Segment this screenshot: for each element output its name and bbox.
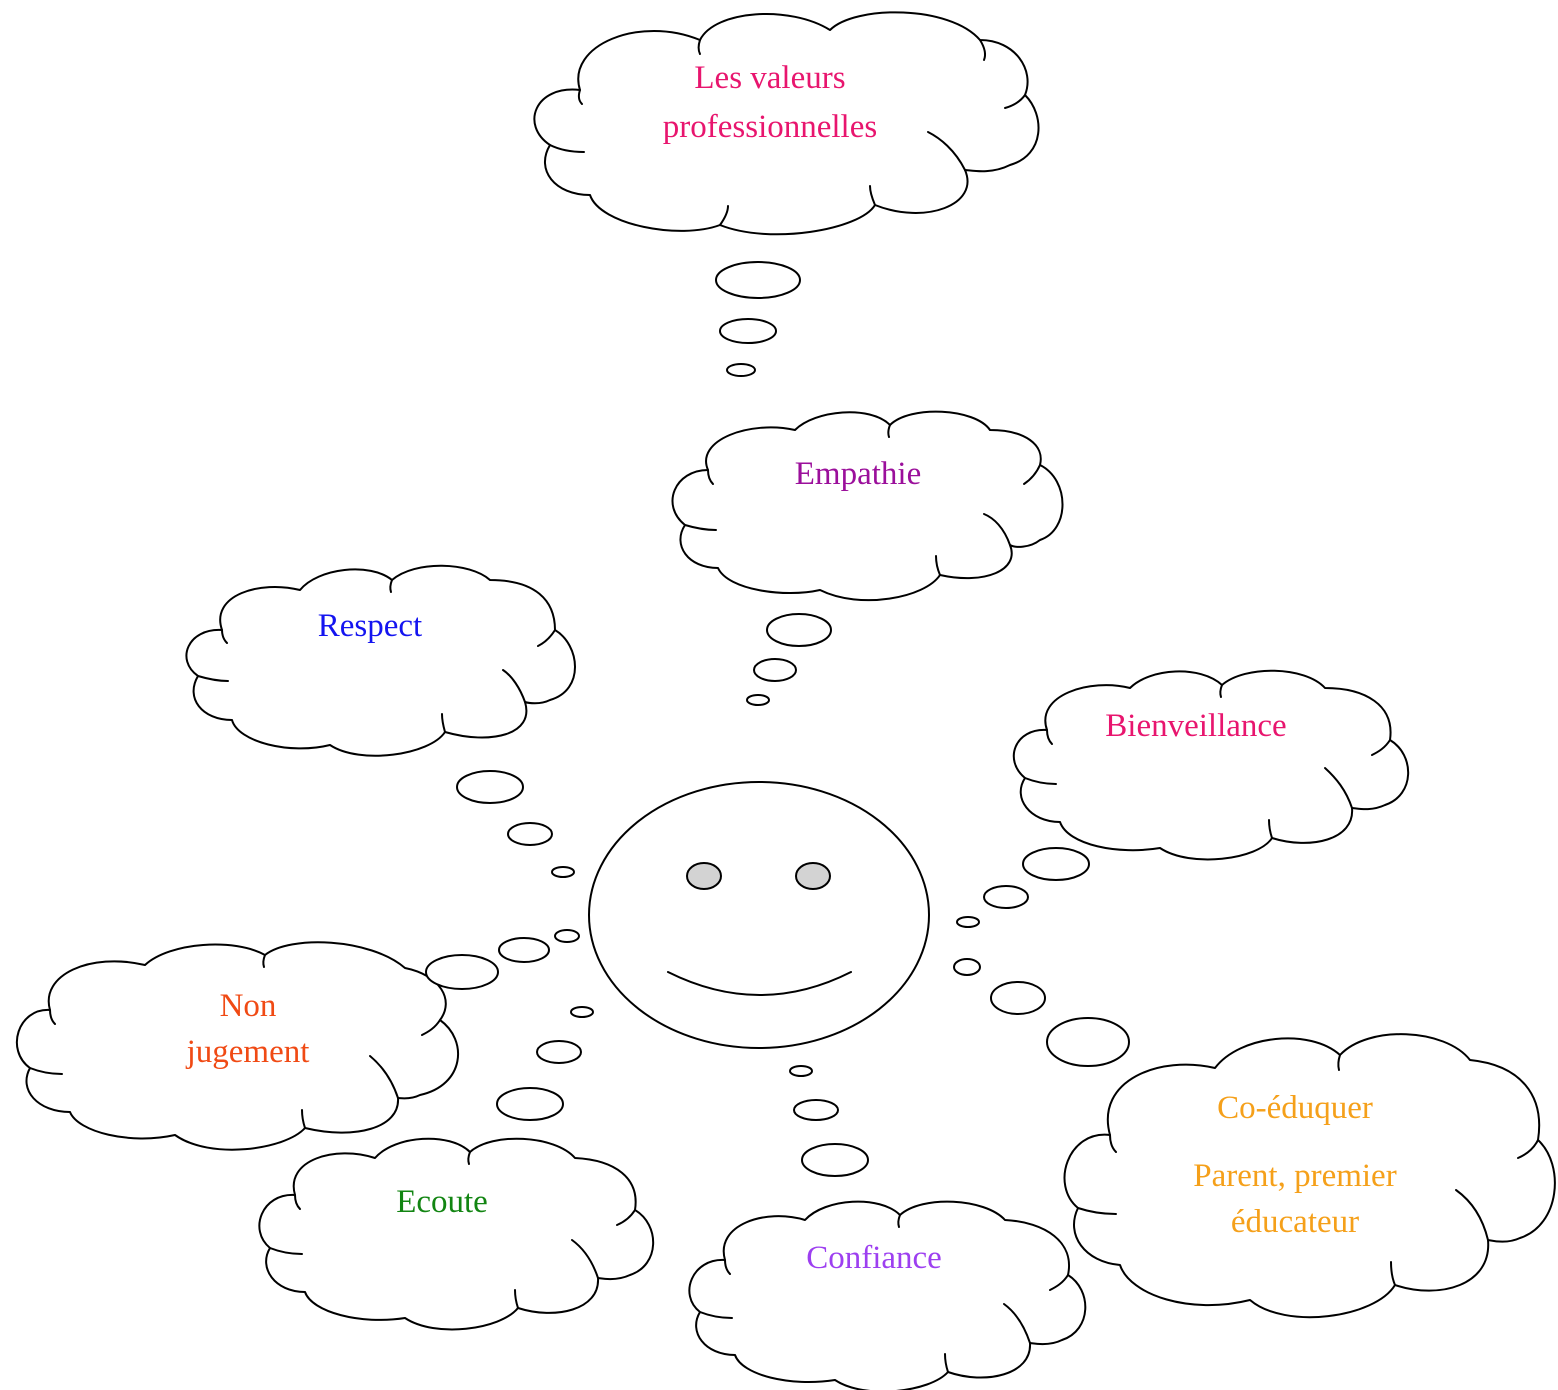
cloud-valeurs-line-1: Les valeurs <box>694 60 845 96</box>
thought-bubbles-non-jugement <box>425 929 580 990</box>
cloud-ecoute: Ecoute <box>258 1137 655 1331</box>
cloud-ecoute-line-1: Ecoute <box>396 1184 488 1220</box>
cloud-coeduquer: Co-éduquer Parent, premier éducateur <box>1063 1033 1556 1319</box>
cloud-coeduquer-line-2: Parent, premier <box>1193 1158 1396 1194</box>
cloud-valeurs-professionnelles: Les valeurs professionnelles <box>533 11 1040 236</box>
cloud-non-jugement: Non jugement <box>15 941 460 1151</box>
thought-bubbles-confiance <box>789 1065 869 1177</box>
cloud-bienveillance: Bienveillance <box>1013 669 1410 861</box>
cloud-non-jugement-line-2: jugement <box>186 1034 310 1070</box>
cloud-non-jugement-line-1: Non <box>220 988 277 1024</box>
left-eye <box>686 862 722 890</box>
right-eye <box>795 862 831 890</box>
cloud-empathie-line-1: Empathie <box>795 456 921 492</box>
cloud-confiance: Confiance <box>688 1200 1087 1390</box>
thought-bubbles-bienveillance <box>956 847 1090 928</box>
cloud-empathie: Empathie <box>671 410 1064 602</box>
thought-bubbles-coeduquer <box>953 958 1130 1067</box>
thought-bubbles-empathie <box>746 613 832 706</box>
cloud-respect-line-1: Respect <box>318 608 422 644</box>
thought-bubbles-valeurs <box>715 261 801 377</box>
cloud-coeduquer-line-1: Co-éduquer <box>1217 1090 1373 1126</box>
cloud-respect: Respect <box>185 564 576 757</box>
cloud-coeduquer-line-3: éducateur <box>1231 1204 1359 1240</box>
thought-bubbles-respect <box>456 770 575 878</box>
smiley-face <box>588 781 930 1049</box>
smile-mouth <box>667 971 852 996</box>
cloud-confiance-line-1: Confiance <box>806 1240 942 1276</box>
cloud-valeurs-line-2: professionnelles <box>663 109 877 145</box>
cloud-bienveillance-line-1: Bienveillance <box>1105 708 1286 744</box>
thought-bubbles-ecoute <box>496 1006 594 1121</box>
